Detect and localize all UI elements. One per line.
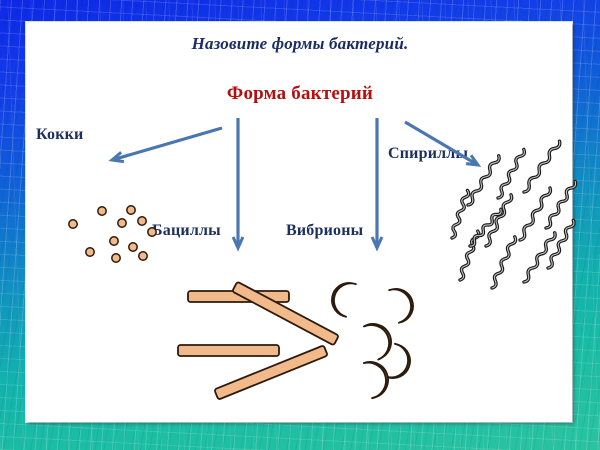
arrow-to-vibrio — [370, 118, 384, 252]
spirillum-highlight — [451, 189, 470, 239]
spirillum-highlight — [523, 232, 556, 283]
spirillum-highlight — [497, 148, 525, 199]
spirilla-group — [450, 139, 578, 290]
page-title: Назовите формы бактерий. — [191, 34, 409, 53]
spirillum-highlight — [491, 236, 517, 289]
bacillus-cell — [177, 344, 280, 357]
bacillus-cell — [214, 345, 328, 400]
label-kokki: Кокки — [36, 126, 84, 143]
arrow-group — [108, 118, 482, 252]
cocci-group — [68, 205, 157, 263]
bacillus-cell — [232, 281, 339, 346]
vibrio-cell — [388, 288, 414, 324]
label-spirilla: Спириллы — [388, 145, 469, 162]
coccus-cell — [97, 206, 107, 216]
spirillum-highlight — [469, 208, 502, 247]
bacilli-group — [177, 281, 339, 400]
coccus-cell — [126, 205, 136, 215]
spirillum-highlight — [547, 219, 575, 269]
coccus-cell — [147, 227, 157, 237]
spirillum-highlight — [467, 155, 500, 206]
diagram-heading: Форма бактерий — [226, 83, 374, 104]
spirillum-highlight — [545, 180, 577, 229]
coccus-cell — [68, 219, 78, 229]
arrow-to-spirilla — [404, 120, 482, 167]
label-bacilli: Бациллы — [152, 222, 221, 239]
coccus-cell — [117, 218, 127, 228]
label-vibrio: Вибрионы — [286, 222, 364, 239]
spirillum-highlight — [523, 140, 561, 193]
coccus-cell — [138, 251, 148, 261]
vibrio-group — [331, 282, 414, 400]
arrow-to-kokki — [108, 126, 223, 164]
vibrio-cell — [362, 361, 389, 400]
coccus-cell — [85, 247, 95, 257]
coccus-cell — [111, 253, 121, 263]
coccus-cell — [128, 242, 138, 252]
arrow-to-bacilli — [231, 118, 245, 252]
coccus-cell — [109, 236, 119, 246]
vibrio-cell — [331, 282, 357, 318]
vibrio-cell — [363, 323, 392, 361]
spirillum-highlight — [485, 194, 513, 247]
coccus-cell — [137, 216, 147, 226]
spirillum-highlight — [519, 187, 551, 241]
